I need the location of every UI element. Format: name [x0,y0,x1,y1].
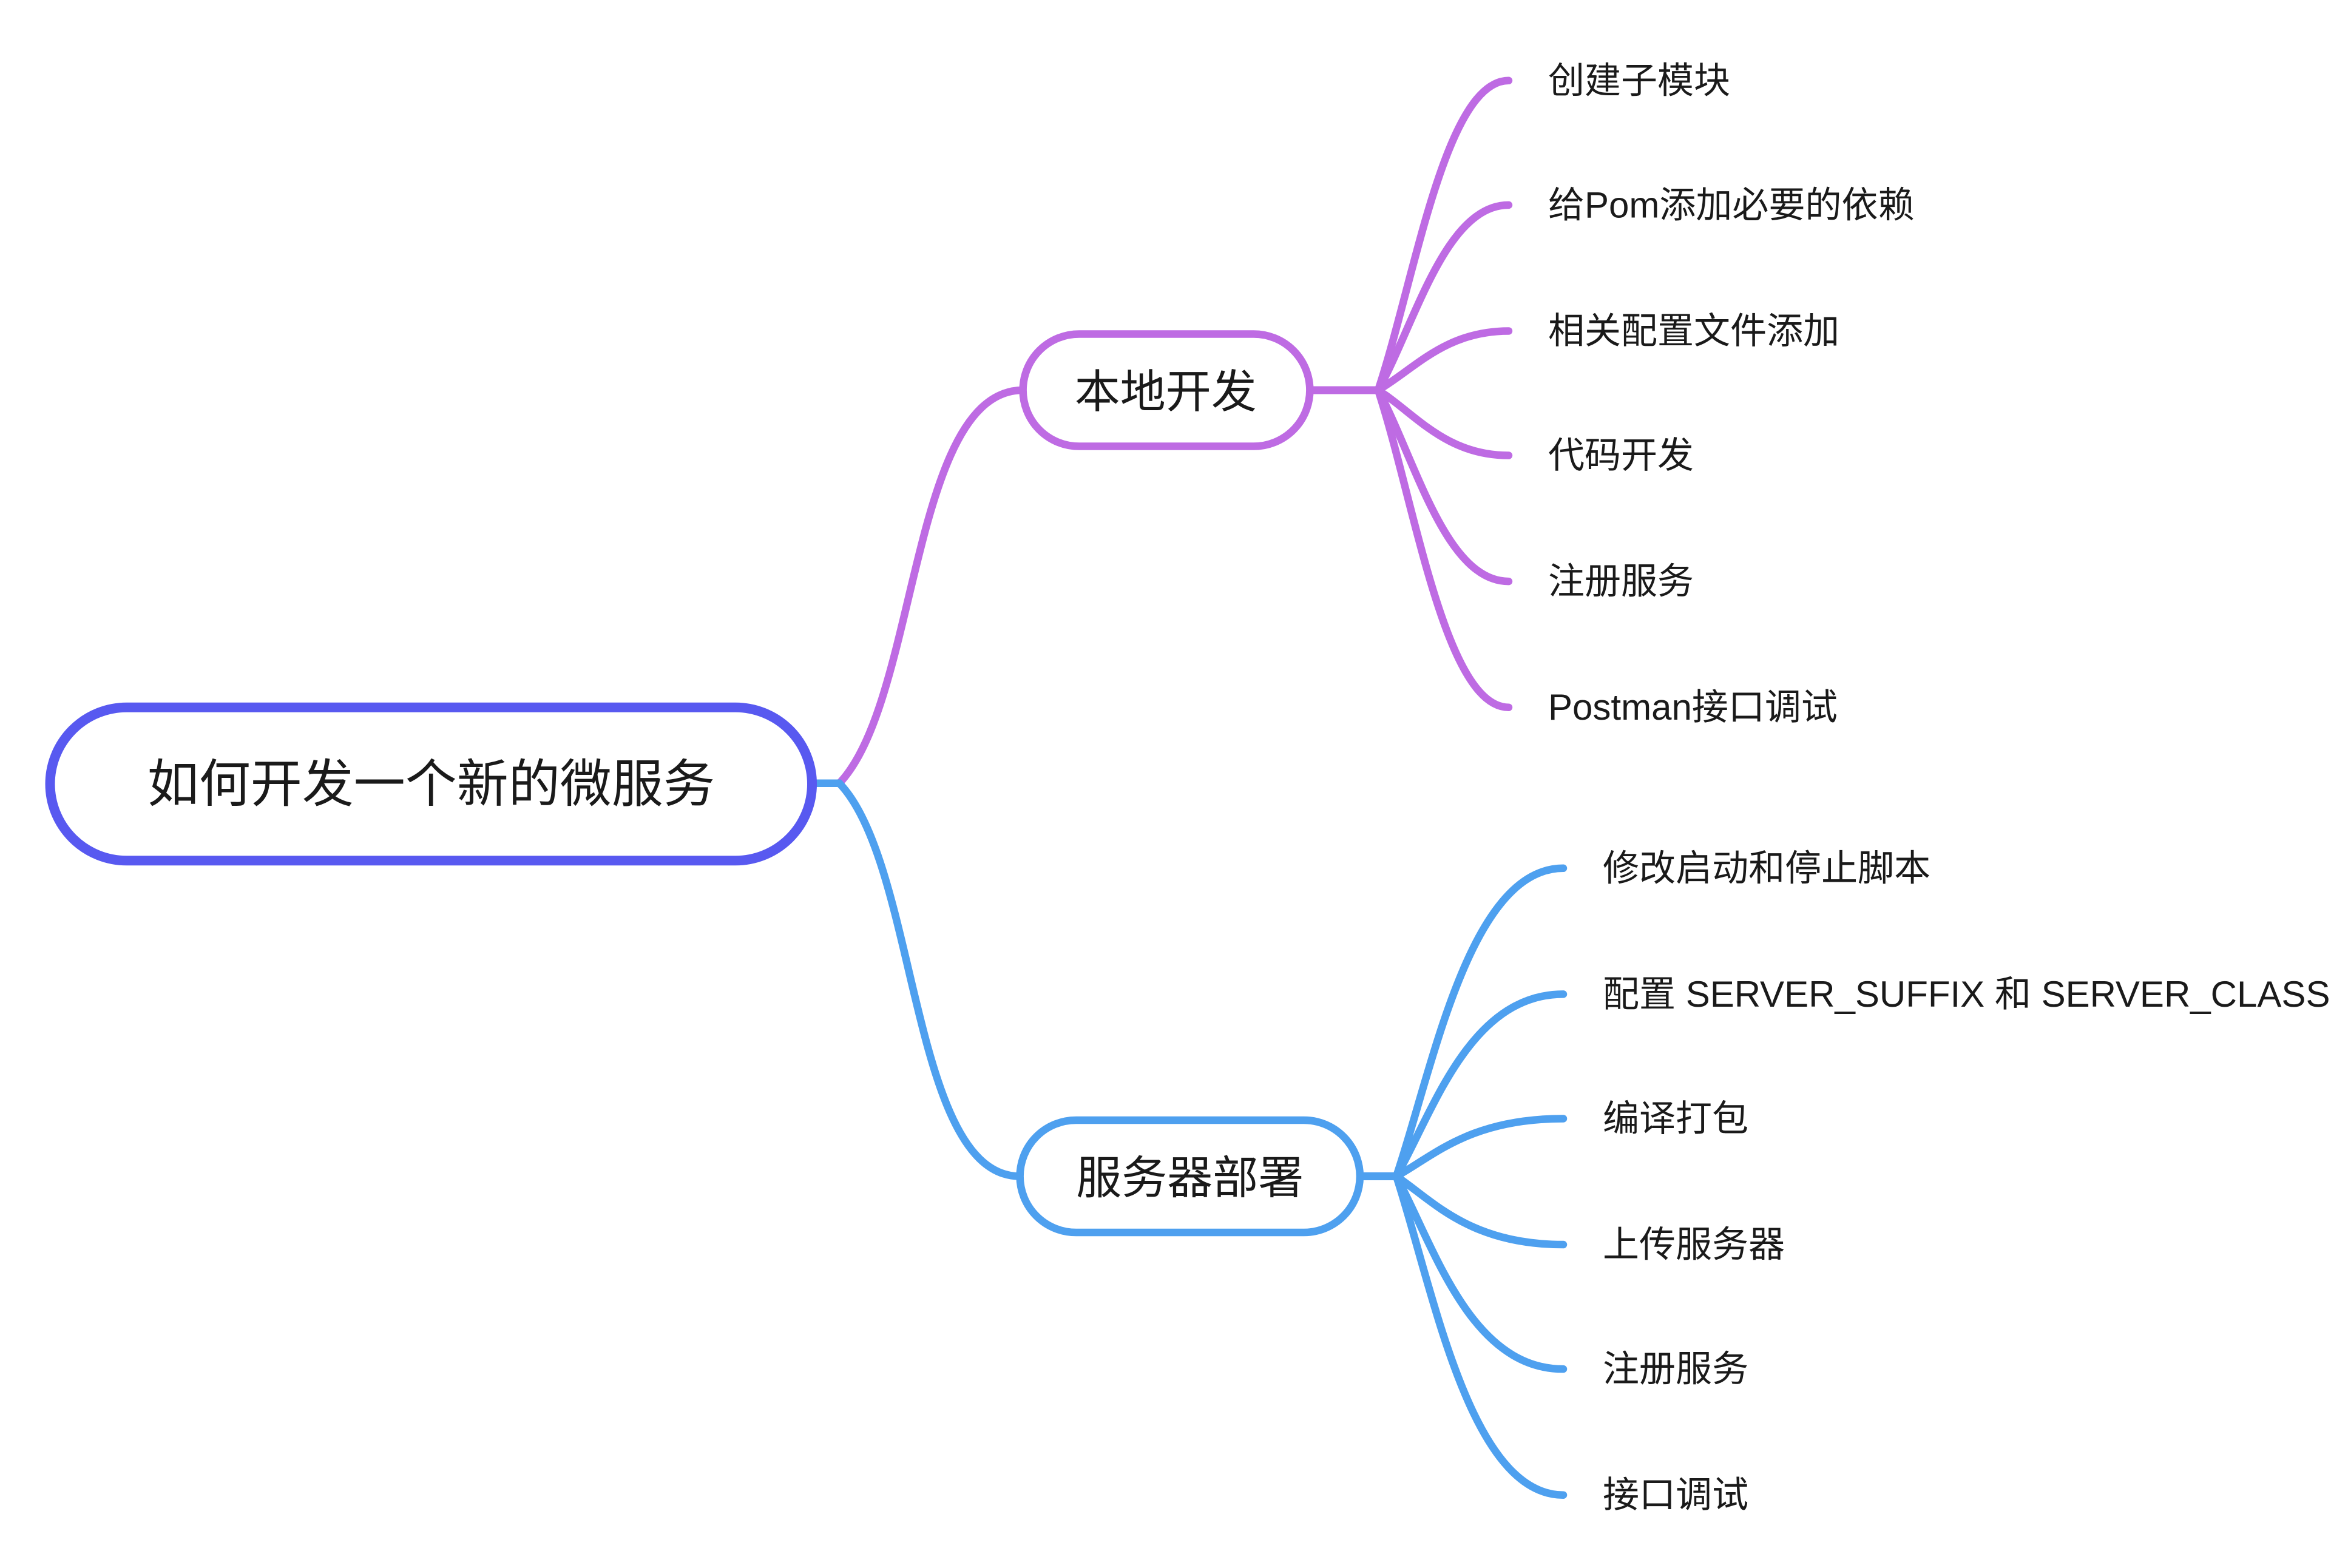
branch-local-dev-label: 本地开发 [1075,366,1257,417]
branch-node-local-dev[interactable]: 本地开发 [1019,330,1314,450]
leaf-label[interactable]: Postman接口调试 [1548,687,1838,728]
edge-root-to-local-dev [808,386,1027,788]
leaf-label[interactable]: 配置 SERVER_SUFFIX 和 SERVER_CLASS [1603,974,2330,1015]
leaf-label[interactable]: 注册服务 [1603,1349,1748,1390]
branch-server-deploy-pill [1016,1116,1364,1237]
branch-node-server-deploy[interactable]: 服务器部署 [1016,1116,1364,1237]
edge-local-dev-child-1 [1306,76,1513,394]
branch-local-dev-pill [1019,330,1314,450]
leaf-label[interactable]: 编译打包 [1603,1098,1748,1139]
leaf-label[interactable]: 修改启动和停止脚本 [1603,848,1930,888]
server-deploy-leaves: 修改启动和停止脚本 配置 SERVER_SUFFIX 和 SERVER_CLAS… [1603,848,2330,1515]
root-node[interactable]: 如何开发一个新的微服务 [45,702,817,866]
edge-server-deploy-child-3 [1356,1115,1568,1180]
local-dev-leaves: 创建子模块 给Pom添加必要的依赖 相关配置文件添加 代码开发 注册服务 Pos… [1548,60,1915,728]
edge-local-dev-child-6 [1306,386,1513,711]
leaf-label[interactable]: 代码开发 [1548,435,1694,476]
leaf-label[interactable]: 创建子模块 [1548,60,1730,101]
edge-server-deploy-child-1 [1356,864,1568,1180]
branch-server-deploy-label: 服务器部署 [1076,1152,1304,1203]
edge-server-deploy-child-5 [1356,1172,1568,1373]
root-node-pill [45,702,817,866]
edges [808,76,1568,1499]
edge-local-dev-child-2 [1306,201,1513,394]
edge-local-dev-child-3 [1306,327,1513,394]
edge-server-deploy-child-4 [1356,1172,1568,1249]
leaf-label[interactable]: 注册服务 [1548,561,1694,602]
leaf-label[interactable]: 上传服务器 [1603,1225,1785,1265]
leaf-label[interactable]: 给Pom添加必要的依赖 [1548,184,1915,225]
edge-local-dev-child-4 [1306,386,1513,459]
edge-local-dev-child-5 [1306,386,1513,586]
edge-root-to-server-deploy [808,779,1024,1180]
edge-server-deploy-child-2 [1356,990,1568,1180]
edge-server-deploy-child-6 [1356,1172,1568,1499]
leaf-label[interactable]: 相关配置文件添加 [1548,311,1839,351]
root-node-label: 如何开发一个新的微服务 [147,756,715,814]
leaf-label[interactable]: 接口调试 [1603,1475,1748,1515]
